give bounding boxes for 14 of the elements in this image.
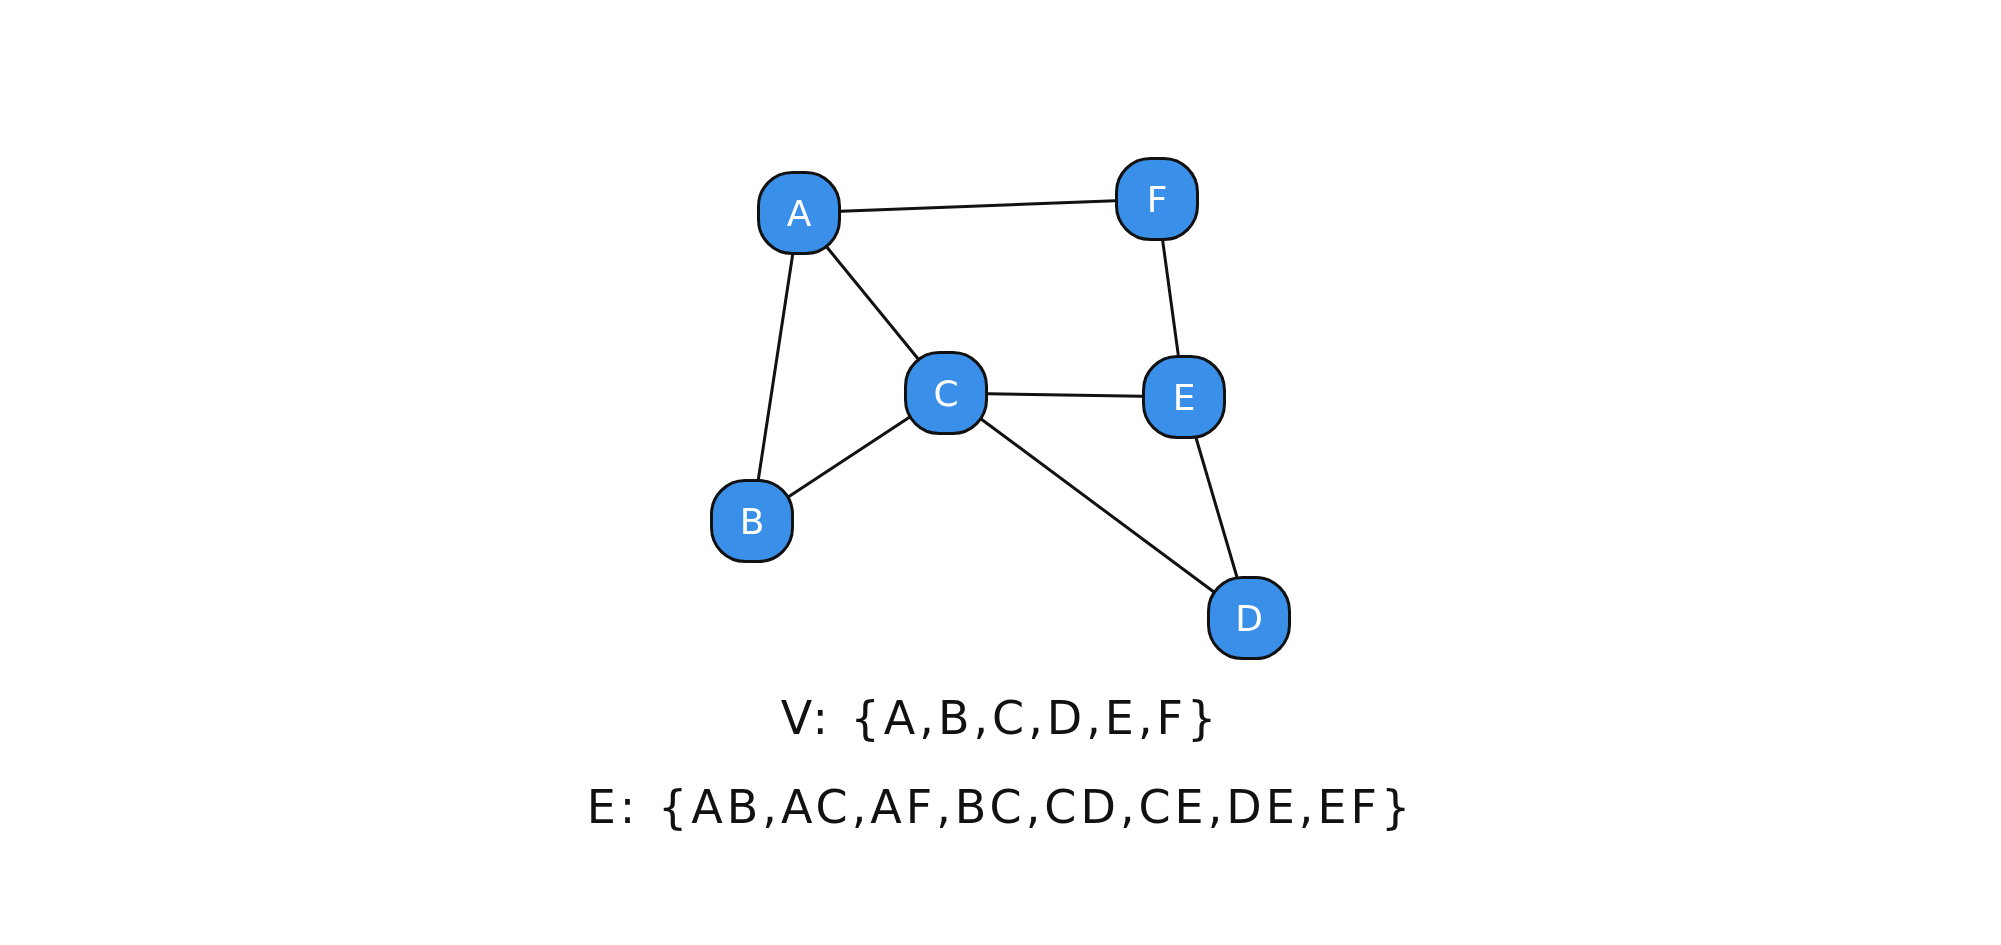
connector-line — [1194, 436, 1239, 579]
connector-line — [756, 254, 795, 480]
vertex-node: B — [710, 479, 794, 563]
vertex-node: C — [904, 351, 988, 435]
set-notation-text: V: {A,B,C,D,E,F} — [780, 691, 1221, 745]
connector-line — [987, 392, 1143, 398]
vertex-node: E — [1142, 355, 1226, 439]
connector-line — [824, 244, 921, 362]
connector-line — [840, 199, 1116, 213]
connector-line — [1161, 240, 1180, 356]
vertex-node: D — [1207, 576, 1291, 660]
vertex-node: F — [1115, 157, 1199, 241]
vertex-node: A — [757, 171, 841, 255]
set-notation-text: E: {AB,AC,AF,BC,CD,CE,DE,EF} — [586, 780, 1415, 834]
